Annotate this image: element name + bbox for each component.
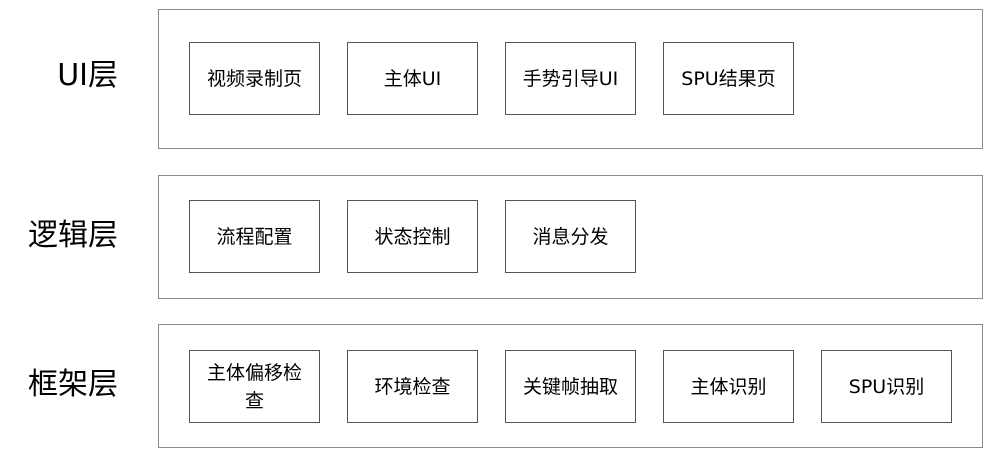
module-spu-recognition: SPU识别	[821, 350, 952, 423]
module-state-control: 状态控制	[347, 200, 478, 273]
layer-logic: 流程配置 状态控制 消息分发	[158, 175, 983, 299]
module-subject-offset-check: 主体偏移检查	[189, 350, 320, 423]
layer-label-logic: 逻辑层	[28, 218, 118, 253]
module-subject-recognition: 主体识别	[663, 350, 794, 423]
module-video-record-page: 视频录制页	[189, 42, 320, 115]
layer-ui: 视频录制页 主体UI 手势引导UI SPU结果页	[158, 9, 983, 149]
layer-label-ui: UI层	[57, 58, 118, 93]
layer-label-framework: 框架层	[28, 367, 118, 402]
module-subject-ui: 主体UI	[347, 42, 478, 115]
module-message-dispatch: 消息分发	[505, 200, 636, 273]
module-flow-config: 流程配置	[189, 200, 320, 273]
module-keyframe-extraction: 关键帧抽取	[505, 350, 636, 423]
layer-framework: 主体偏移检查 环境检查 关键帧抽取 主体识别 SPU识别	[158, 324, 983, 448]
module-gesture-guide-ui: 手势引导UI	[505, 42, 636, 115]
module-environment-check: 环境检查	[347, 350, 478, 423]
module-spu-result-page: SPU结果页	[663, 42, 794, 115]
